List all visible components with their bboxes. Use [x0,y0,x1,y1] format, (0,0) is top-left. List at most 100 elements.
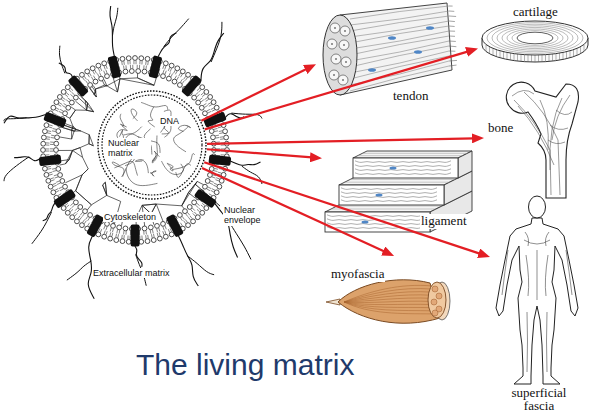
text-slot: superficial fascia [490,386,588,414]
lipid-tail [219,130,223,132]
text-slot: Nuclear envelope [223,205,269,227]
lipid-tail [56,190,59,192]
tendon-fiber [350,66,449,91]
lipid-tail [56,181,59,182]
lipid-tail [65,203,68,205]
arrow-connector [204,162,480,254]
cytoskeleton-fiber [93,85,95,89]
cytoskeleton-fiber [66,116,70,118]
cytoskeleton-fiber [95,86,106,89]
chromatin-strand [161,125,169,134]
cartilage-hatch [570,51,571,58]
lipid-tail [110,232,111,236]
lipid-tail [48,130,52,132]
ligament-cell [362,220,369,223]
lipid-head [57,95,62,100]
lipid-tail [123,235,124,239]
cytoskeleton-fiber [102,80,104,85]
lipid-head [223,129,228,134]
tendon-fiber [350,41,449,61]
lipid-head [88,83,93,88]
matrix-fiber [178,236,198,286]
lipid-tail [48,168,52,170]
fascia-line [546,312,548,372]
bone-trabecula [550,98,562,170]
bone-illustration [506,82,578,198]
lipid-head [123,226,128,231]
cartilage-hatch [507,52,508,59]
tendon-fiber-end [449,31,455,32]
lipid-tail [68,98,71,100]
body-head [529,196,546,218]
cartilage-hatch [545,55,546,62]
cartilage-hatch [510,53,511,60]
membrane-protein [53,189,76,209]
chromatin-strand [120,114,127,127]
membrane-protein [68,75,89,97]
lipid-tail [133,61,134,65]
tendon-cell [426,26,434,30]
lipid-head [195,215,200,220]
tissue-label: cartilage [512,5,559,20]
part-label: Nuclear matrix [107,138,151,159]
tendon-fiber-end [449,16,456,17]
lipid-tail [184,221,186,224]
lipid-tail [115,234,117,238]
lipid-tail [53,128,57,130]
cartilage-top [482,21,588,55]
lipid-tail [69,208,72,210]
cartilage-hatch [531,55,532,62]
lipid-tail [185,78,187,81]
cytoskeleton-fiber [59,137,71,139]
title: The living matrix [135,348,355,383]
lipid-tail [163,70,164,73]
cytoskeleton-fiber [107,79,120,86]
membrane-protein [194,189,217,209]
lipid-tail [190,216,192,219]
tendon-cell [368,68,376,72]
lipid-head [78,205,83,210]
bone-trabecula [514,100,551,195]
cartilage-hatch [573,50,574,57]
lipid-tail [179,73,181,76]
cytoskeleton-fiber [58,150,73,151]
ligament-cell [390,166,397,169]
tendon-fibril [343,44,345,46]
lipid-tail [145,235,146,239]
cytoskeleton-fiber [87,205,91,210]
lipid-tail [163,227,164,230]
lipid-head [108,236,113,241]
lipid-head [200,85,205,90]
cytoskeleton-fiber [156,204,181,206]
lipid-tail [198,90,201,92]
cytoskeleton-fiber [76,110,87,111]
lipid-head [83,209,88,214]
lipid-tail [60,109,63,111]
lipid-tail [50,151,54,152]
lipid-tail [218,126,222,128]
lipid-tail [180,218,182,221]
cytoskeleton-fiber [120,79,154,86]
lipid-head [142,226,147,231]
lipid-tail [195,205,198,207]
lipid-tail [51,137,55,139]
tendon-fiber-end [449,51,455,52]
lipid-head [139,239,144,244]
lipid-tail [106,227,107,230]
lipid-head [145,239,150,244]
ligament-fiber [355,173,451,175]
lipid-tail [116,230,118,234]
lipid-tail [61,99,64,101]
cytoskeleton-fiber [117,79,119,92]
lipid-head [151,238,156,243]
tissue-label: bone [487,121,514,136]
cytoskeleton-fiber [90,88,97,97]
lipid-tail [93,71,95,74]
lipid-tail [49,174,53,175]
text-slot: ligament [420,211,468,229]
lipid-tail [201,205,204,207]
fascia-line [525,232,529,246]
ligament-front [339,185,444,205]
cartilage-hatch [528,55,529,62]
